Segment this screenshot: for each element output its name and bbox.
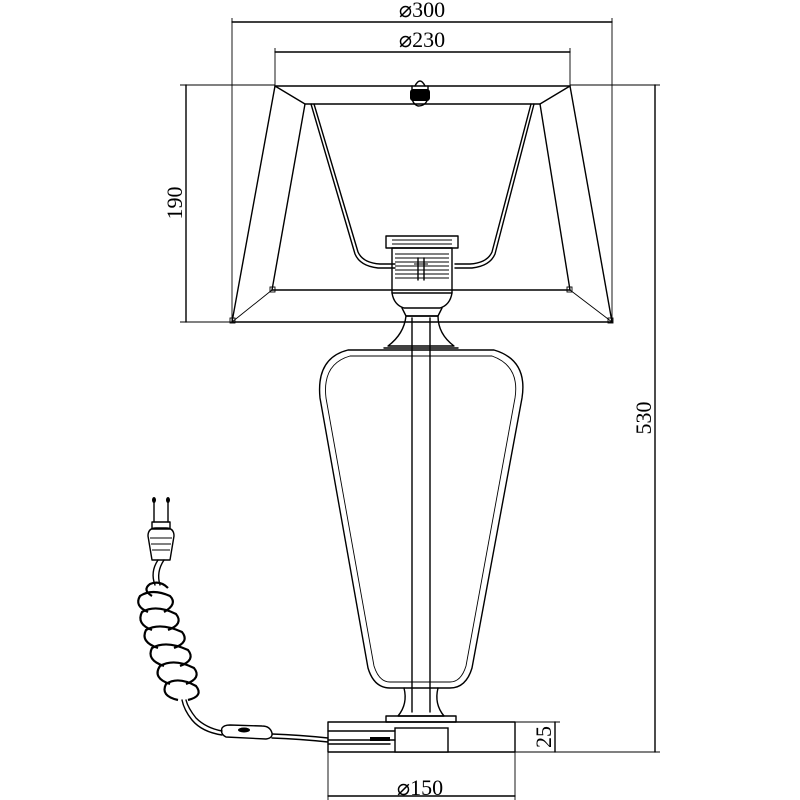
finial bbox=[410, 80, 430, 107]
base-height-label: 25 bbox=[531, 726, 556, 748]
shade-bottom-diameter-label: ⌀300 bbox=[399, 0, 445, 22]
base-diameter-label: ⌀150 bbox=[397, 775, 443, 800]
lamp-vase-body bbox=[318, 349, 524, 689]
dimension-base-height: 25 bbox=[515, 721, 560, 753]
dimension-shade-top-diameter: ⌀230 bbox=[274, 27, 571, 88]
dimension-base-diameter: ⌀150 bbox=[327, 752, 516, 800]
lamp-rod bbox=[411, 317, 431, 713]
lamp-socket bbox=[385, 235, 459, 317]
coiled-cord bbox=[137, 581, 200, 702]
dimension-shade-height: 190 bbox=[162, 84, 275, 323]
plug-icon bbox=[147, 497, 175, 561]
lamp-shade bbox=[229, 85, 614, 324]
dimension-total-height: 530 bbox=[515, 84, 660, 753]
dimension-shade-bottom-diameter: ⌀300 bbox=[231, 0, 613, 322]
lamp-foot-stem bbox=[385, 687, 457, 723]
inline-switch-icon bbox=[220, 724, 273, 740]
lamp-base bbox=[327, 721, 516, 753]
lamp-neck-cap bbox=[383, 315, 459, 349]
shade-height-label: 190 bbox=[162, 187, 187, 220]
shade-top-diameter-label: ⌀230 bbox=[399, 27, 445, 52]
power-cord bbox=[137, 497, 329, 743]
total-height-label: 530 bbox=[631, 402, 656, 435]
